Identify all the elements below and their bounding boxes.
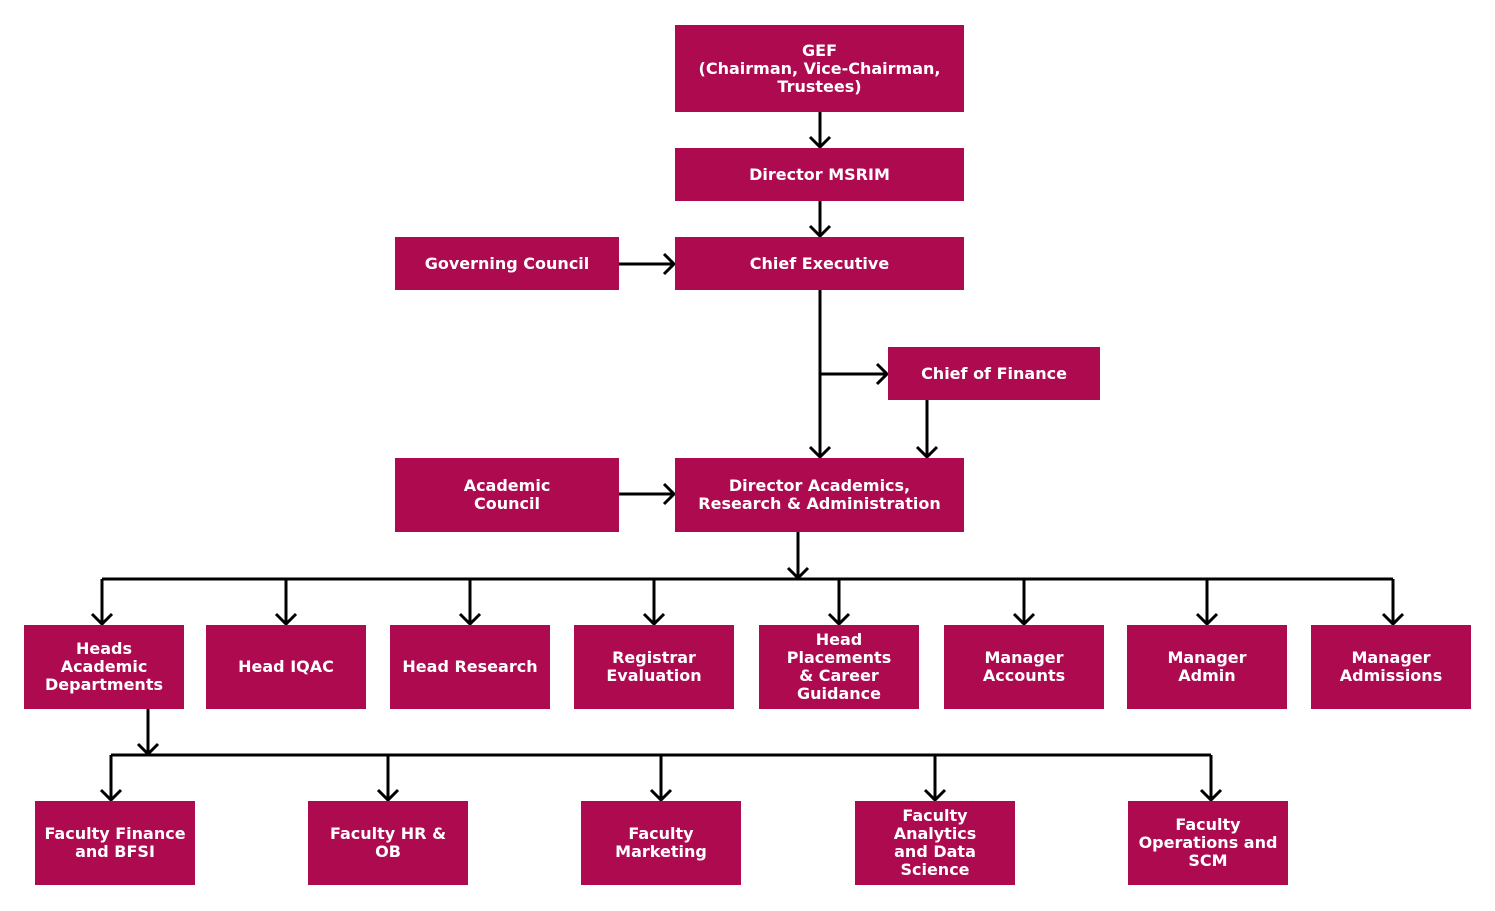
node-registrar-evaluation: Registrar Evaluation: [574, 625, 734, 709]
node-manager-admin: Manager Admin: [1127, 625, 1287, 709]
node-director-msrim: Director MSRIM: [675, 148, 964, 201]
node-chief-executive: Chief Executive: [675, 237, 964, 290]
node-chief-of-finance: Chief of Finance: [888, 347, 1100, 400]
node-governing-council: Governing Council: [395, 237, 619, 290]
node-head-research: Head Research: [390, 625, 550, 709]
node-faculty-operations: Faculty Operations and SCM: [1128, 801, 1288, 885]
node-manager-admissions: Manager Admissions: [1311, 625, 1471, 709]
node-faculty-hr: Faculty HR & OB: [308, 801, 468, 885]
node-gef: GEF (Chairman, Vice-Chairman, Trustees): [675, 25, 964, 112]
node-heads-academic-departments: Heads Academic Departments: [24, 625, 184, 709]
node-manager-accounts: Manager Accounts: [944, 625, 1104, 709]
node-head-iqac: Head IQAC: [206, 625, 366, 709]
node-director-academics: Director Academics, Research & Administr…: [675, 458, 964, 532]
node-faculty-analytics: Faculty Analytics and Data Science: [855, 801, 1015, 885]
node-faculty-finance: Faculty Finance and BFSI: [35, 801, 195, 885]
node-head-placements: Head Placements & Career Guidance: [759, 625, 919, 709]
node-faculty-marketing: Faculty Marketing: [581, 801, 741, 885]
node-academic-council: Academic Council: [395, 458, 619, 532]
